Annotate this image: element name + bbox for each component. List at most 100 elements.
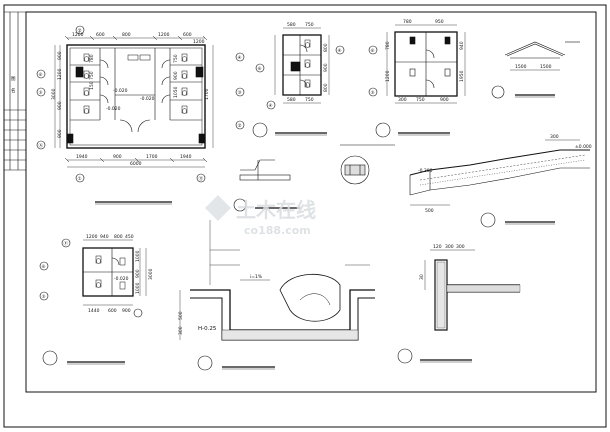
section-slope: i=1% — [250, 274, 263, 280]
p3-dim-bot-1: 300 — [398, 97, 407, 103]
dim-left-2: 1200 — [57, 68, 63, 80]
dim-inner-5: 900 — [173, 71, 179, 80]
dim-left-4: 900 — [57, 129, 63, 138]
axis-bottom-11: ⑪ — [199, 175, 204, 182]
p4-dim-top-2: 940 — [100, 234, 109, 240]
ramp-section-detail: ±0.000 -0.300 300 500 — [409, 134, 592, 228]
p2-axis-1: ⑥ — [258, 66, 262, 72]
level-3: -0.020 — [106, 106, 121, 112]
p4-dim-side-1: 1000 — [135, 250, 141, 262]
axis-left-a: Ⓐ — [39, 142, 44, 149]
dim-left-1: 900 — [57, 51, 63, 60]
p3-dim-top-1: 780 — [403, 19, 412, 25]
eaves-dim-2: 300 — [445, 244, 454, 250]
level-2: -0.020 — [140, 96, 155, 102]
dim-left-3: 900 — [57, 101, 63, 110]
watermark: 土木在线 co188.com — [205, 195, 316, 237]
dim-inner-4: 750 — [173, 54, 179, 63]
p3-dim-top-2: 950 — [435, 19, 444, 25]
p2-dim-top-1: 580 — [287, 22, 296, 28]
p4-dim-top-1: 1200 — [86, 234, 98, 240]
p4-dim-bot-2: 600 — [108, 308, 117, 314]
roof-detail: 1500 1500 — [491, 41, 580, 99]
dim-top-4: 1200 — [158, 32, 170, 38]
dim-top-3: 800 — [122, 32, 131, 38]
p2-dim-side-2: 900 — [323, 63, 329, 72]
watermark-url: co188.com — [244, 224, 311, 237]
p4-dim-bot-1: 1440 — [88, 308, 100, 314]
p2-axis-3: ④ — [338, 48, 342, 54]
dim-inner-1: 780 — [89, 54, 95, 63]
level-1: -0.020 — [113, 88, 128, 94]
section-dim-2: 300 — [178, 326, 184, 335]
p3-dim-bot-2: 750 — [416, 97, 425, 103]
dim-left-total: 3000 — [51, 88, 57, 100]
dim-inner-7: 1700 — [204, 88, 210, 100]
p4-dim-top-3: 800 — [114, 234, 123, 240]
plan-2-small-toilet: ⑥ ④ ④ 580 750 580 750 800 900 800 — [252, 22, 345, 138]
title-strip: 图 名 — [4, 11, 26, 171]
axis-bottom-1: ① — [78, 176, 82, 182]
dim-inner-2: 750 — [89, 71, 95, 80]
p4-dim-bot-3: 900 — [122, 308, 131, 314]
p2-dim-bot-2: 750 — [305, 97, 314, 103]
p2-dim-top-2: 750 — [305, 22, 314, 28]
plan-1-toilet-plan: ② ⑥ ⑤ Ⓐ ① ⑪ ④ ③ ② 1200 600 800 1200 600 … — [36, 25, 245, 205]
dim-bottom-1: 1940 — [76, 154, 88, 160]
inner-frame — [25, 11, 597, 393]
dim-bottom-2: 900 — [113, 154, 122, 160]
p3-dim-side-4: 1950 — [459, 70, 465, 82]
p2-dim-side-1: 800 — [323, 43, 329, 52]
ramp-level-low: -0.300 — [418, 168, 433, 174]
small-details — [233, 144, 395, 212]
dim-bottom-4: 1940 — [180, 154, 192, 160]
p2-axis-2: ④ — [269, 103, 273, 109]
eaves-dim-1: 120 — [433, 244, 442, 250]
section-level: H-0.25 — [198, 326, 217, 332]
title-char-2: 名 — [11, 87, 16, 94]
p3-dim-side-1: 780 — [385, 41, 391, 50]
eaves-dim-3: 300 — [456, 244, 465, 250]
dim-top-6: 1200 — [193, 39, 205, 45]
dim-top-5: 600 — [183, 32, 192, 38]
axis-left-d: ⑤ — [39, 90, 43, 96]
plan-4-toilet: Ⓕ ⑥ ⑤ 1200 940 800 450 1440 600 900 1000… — [39, 234, 154, 366]
axis-left-e: ⑥ — [39, 72, 43, 78]
dim-inner-6: 1050 — [173, 86, 179, 98]
p4-dim-side-2: 900 — [135, 269, 141, 278]
p3-dim-bot-3: 900 — [440, 97, 449, 103]
p4-dim-top-4: 450 — [125, 234, 134, 240]
title-char-1: 图 — [11, 76, 16, 82]
axis-top: ② — [78, 28, 82, 34]
p3-axis-1: ⑥ — [371, 48, 375, 54]
p2-dim-bot-1: 580 — [287, 97, 296, 103]
watermark-text: 土木在线 — [236, 198, 316, 222]
roof-dim-2: 1500 — [540, 64, 552, 70]
outer-frame — [3, 4, 607, 428]
p3-axis-2: ⑤ — [371, 90, 375, 96]
p4-level: -0.020 — [114, 276, 129, 282]
roof-dim-1: 1500 — [515, 64, 527, 70]
ramp-dim-1: 300 — [550, 134, 559, 140]
ramp-level-top: ±0.000 — [575, 144, 592, 150]
plan-3-double-toilet: ⑥ ⑤ 780 950 300 750 900 780 1200 940 195… — [368, 19, 466, 138]
p4-axis-5: ⑤ — [42, 294, 46, 300]
eaves-dim-4: 30 — [419, 274, 425, 280]
dim-top-2: 600 — [96, 32, 105, 38]
dim-bottom-3: 1700 — [146, 154, 158, 160]
p4-dim-total: 3000 — [148, 268, 154, 280]
dim-total: 6000 — [130, 161, 142, 167]
p3-dim-side-3: 940 — [459, 41, 465, 50]
p2-dim-side-3: 800 — [323, 83, 329, 92]
axis-right-c: ④ — [238, 55, 242, 61]
section-dim-1: 500 — [178, 311, 184, 320]
p3-dim-side-2: 1200 — [385, 70, 391, 82]
watermark-logo — [205, 195, 231, 221]
dim-inner-3: 150 — [89, 81, 95, 90]
eaves-detail: 120 300 300 30 — [397, 244, 521, 364]
p4-axis-f: Ⓕ — [64, 240, 69, 247]
p4-axis-6: ⑥ — [42, 264, 46, 270]
ramp-dim-2: 500 — [425, 208, 434, 214]
p4-dim-side-3: 1000 — [135, 282, 141, 294]
